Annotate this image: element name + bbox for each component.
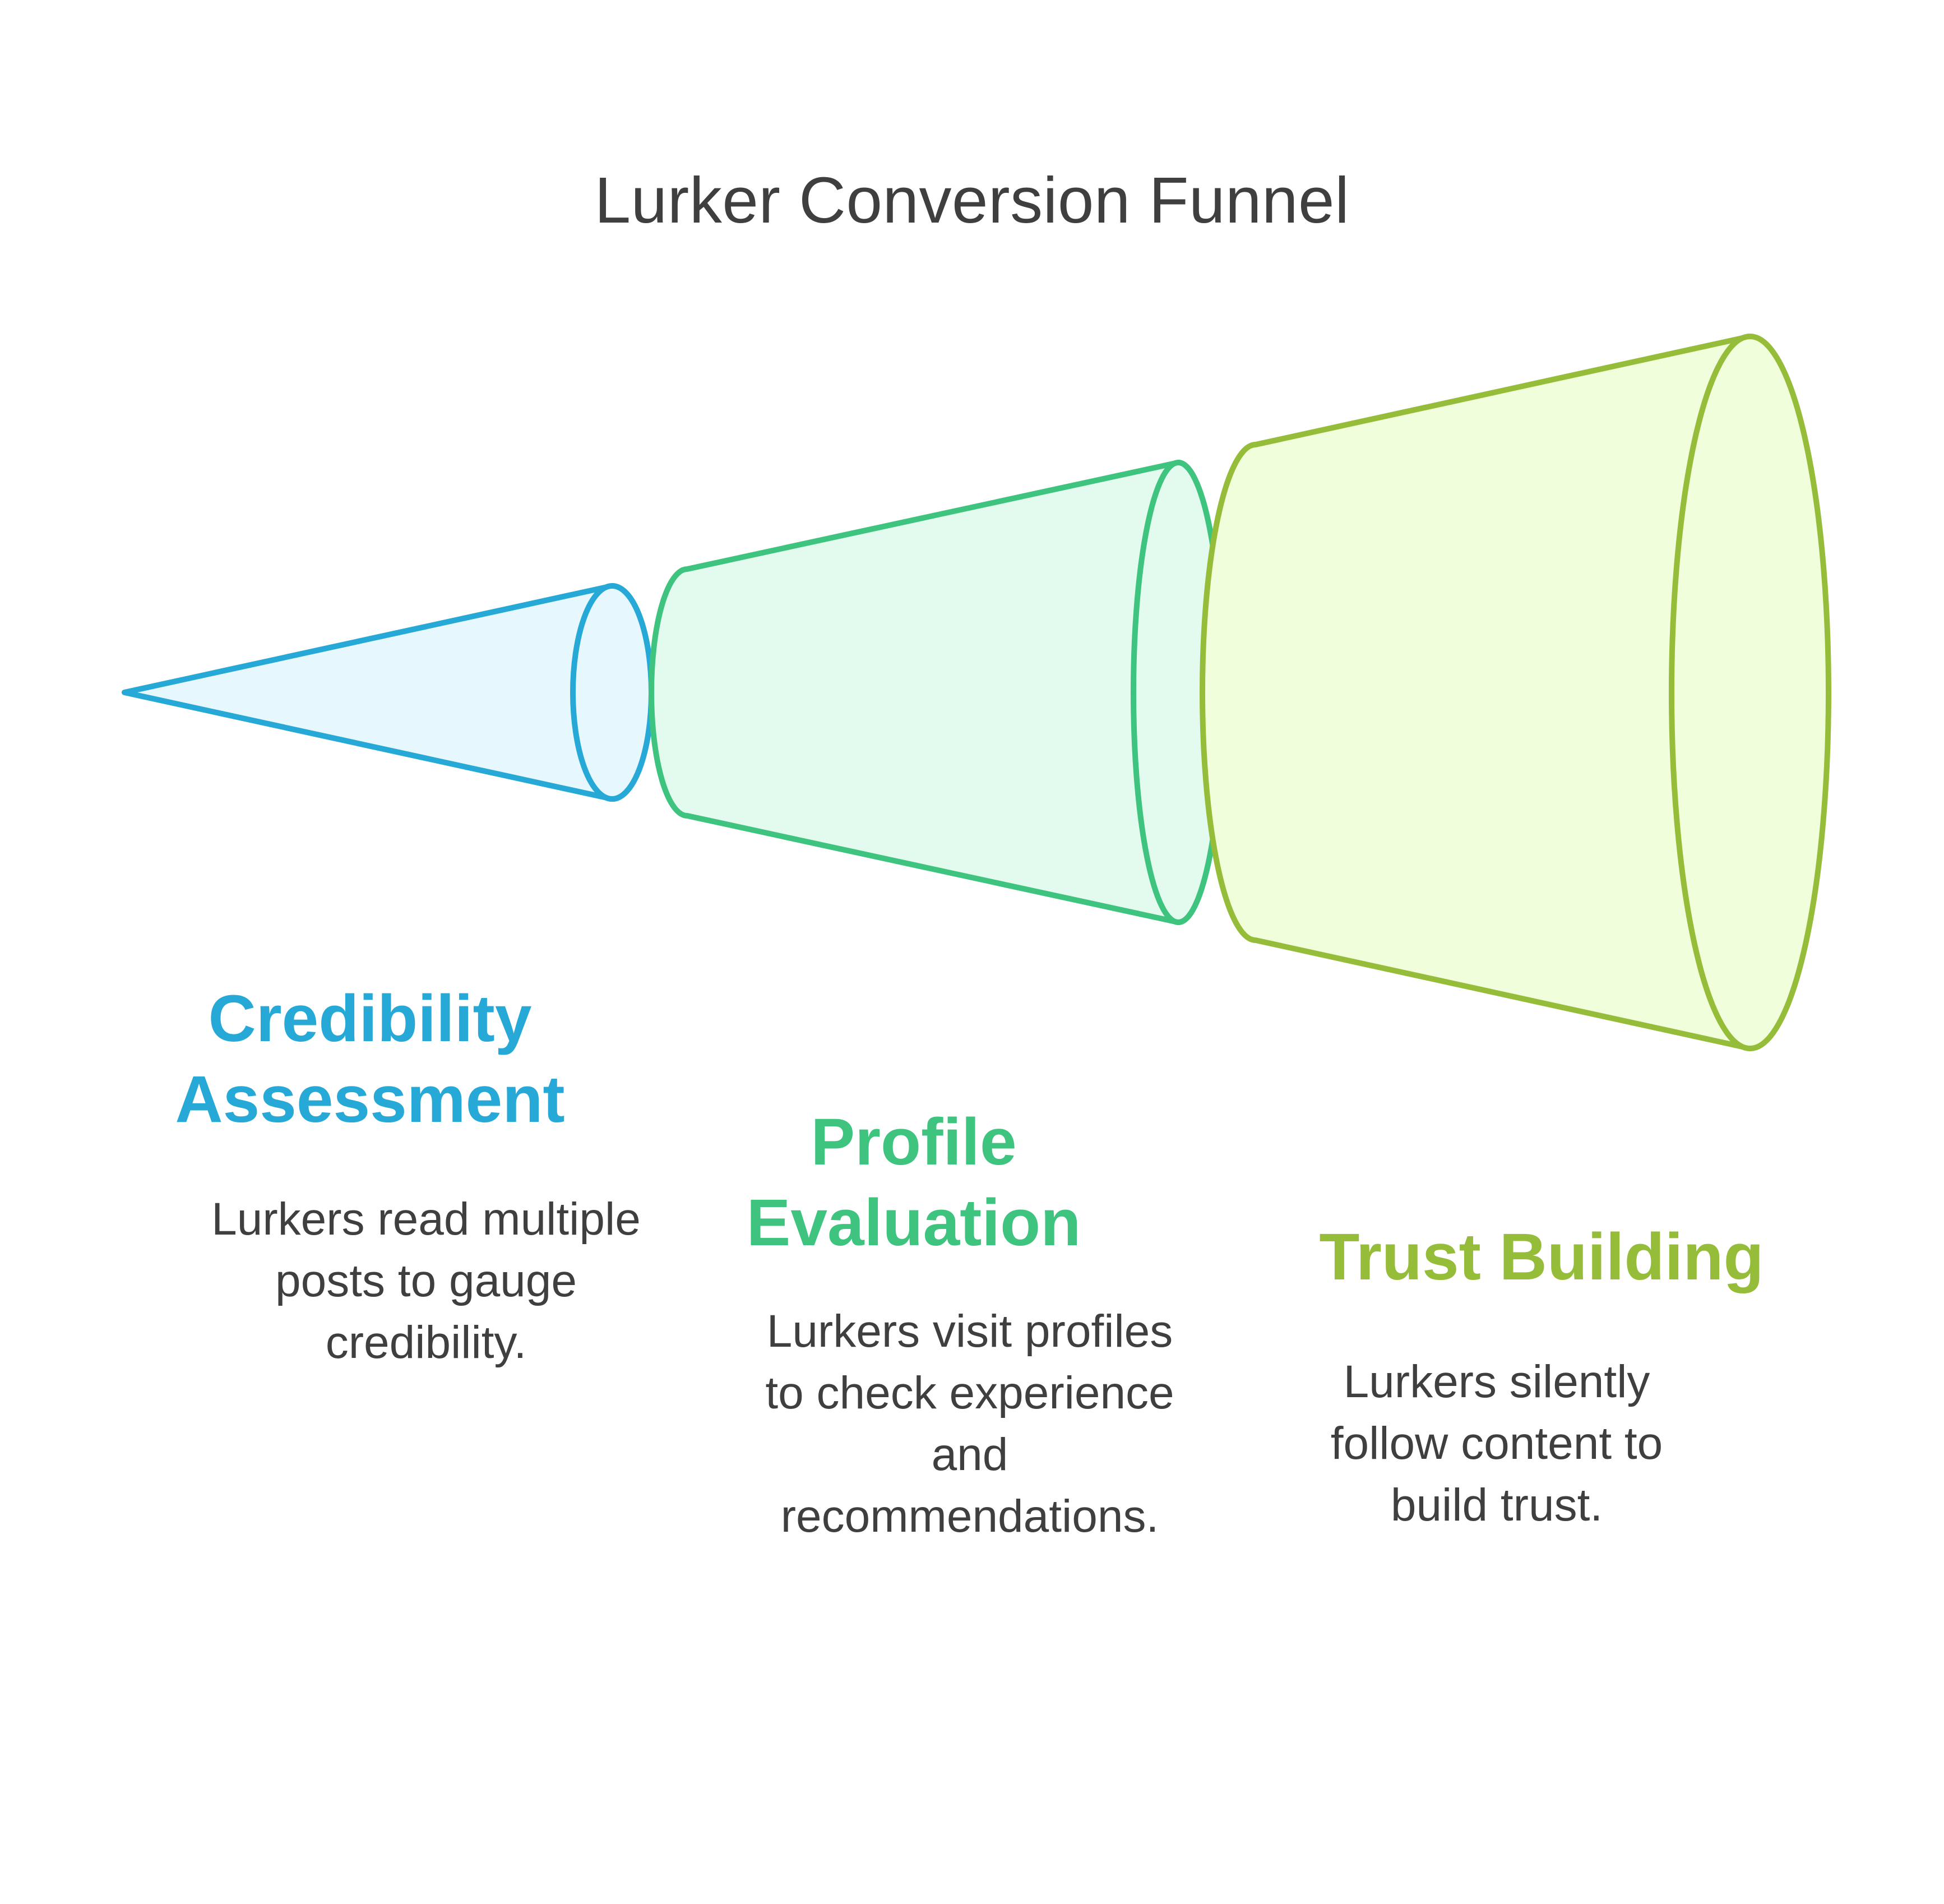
stage-desc-credibility: Lurkers read multiple posts to gauge cre… (168, 1189, 684, 1374)
diagram-title: Lurker Conversion Funnel (594, 164, 1350, 237)
stage-desc-line: Lurkers visit profiles (766, 1306, 1173, 1357)
stage-desc-line: to check experience (765, 1367, 1174, 1418)
funnel-segment-trust (1200, 334, 1831, 1051)
stage-title-line: Evaluation (746, 1186, 1081, 1260)
stage-desc-line: Lurkers read multiple (211, 1194, 641, 1245)
stage-desc-line: build trust. (1390, 1480, 1603, 1531)
funnel-segment-credibility (122, 583, 654, 802)
frustum-rim (1669, 334, 1831, 1051)
stage-title-line: Profile (811, 1105, 1017, 1179)
stage-desc-line: posts to gauge (275, 1255, 577, 1306)
stage-title-line: Assessment (175, 1062, 565, 1136)
stage-desc-line: and (931, 1429, 1008, 1480)
stage-desc-line: Lurkers silently (1343, 1356, 1650, 1407)
funnel-segment-profile (649, 460, 1226, 925)
stage-desc-line: recommendations. (780, 1491, 1159, 1542)
cone-rim (570, 583, 654, 802)
stage-desc-line: credibility. (325, 1317, 527, 1368)
stage-desc-line: follow content to (1330, 1418, 1663, 1469)
stage-title-credibility: Credibility Assessment (146, 978, 594, 1140)
stage-title-profile: Profile Evaluation (689, 1102, 1138, 1263)
stage-title-line: Credibility (208, 982, 532, 1056)
stage-desc-trust: Lurkers silently follow content to build… (1272, 1351, 1721, 1536)
stage-title-trust: Trust Building (1272, 1217, 1811, 1297)
stage-desc-profile: Lurkers visit profiles to check experien… (706, 1301, 1233, 1547)
stage-title-line: Trust Building (1319, 1220, 1764, 1294)
